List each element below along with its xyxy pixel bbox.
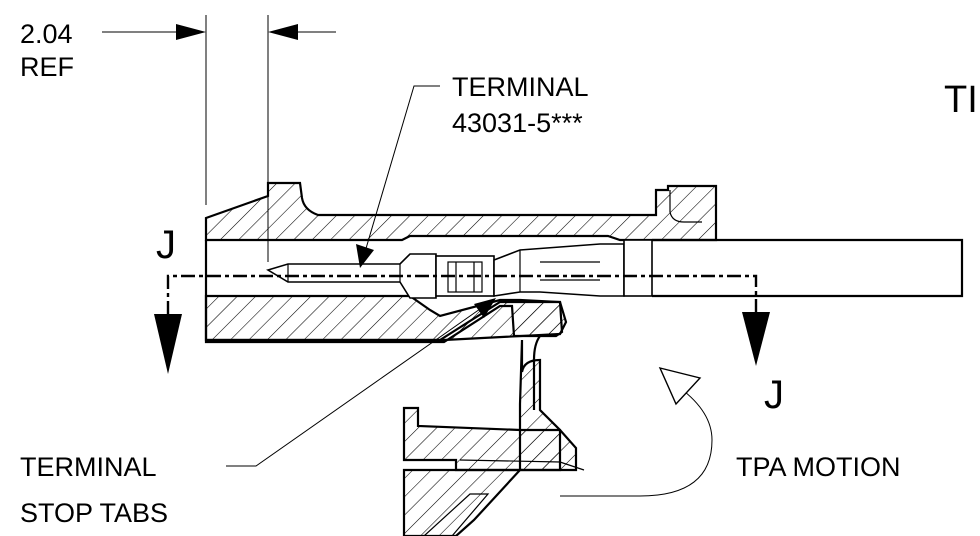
section-label-left: J xyxy=(156,223,176,267)
housing-upper-wall xyxy=(204,181,718,242)
cut-line-path xyxy=(166,274,758,315)
tpa-stem-edge xyxy=(532,335,541,410)
stop-tabs-label-line2: STOP TABS xyxy=(20,498,168,528)
dimension-2-04-ref: 2.04 REF xyxy=(20,15,336,262)
callout-stop-tabs: TERMINAL STOP TABS xyxy=(20,298,496,528)
wire xyxy=(652,238,964,298)
section-arrow-right xyxy=(742,312,770,366)
stop-tabs-leader-arrow xyxy=(474,298,496,318)
tpa-ramp xyxy=(459,459,585,471)
tpa-motion-arrowhead xyxy=(658,366,702,406)
dimension-arrow-left xyxy=(268,24,298,40)
section-arrow-left xyxy=(154,314,182,374)
dimension-value: 2.04 xyxy=(20,19,73,49)
terminal-leader-arrow xyxy=(356,244,374,268)
latch-hook xyxy=(669,190,702,223)
section-cut-line: J J xyxy=(154,223,784,417)
dimension-ref-label: REF xyxy=(20,52,74,82)
stop-tabs-label-line1: TERMINAL xyxy=(20,452,157,482)
tpa-motion-label: TPA MOTION xyxy=(736,452,901,482)
tpa-lower xyxy=(402,468,523,536)
tpa-motion-indicator: TPA MOTION xyxy=(560,366,901,497)
section-label-right: J xyxy=(764,373,784,417)
tpa-motion-arc xyxy=(560,387,713,497)
callout-terminal: TERMINAL 43031-5*** xyxy=(356,72,589,268)
title-fragment: TI xyxy=(944,79,978,121)
tpa-slot xyxy=(423,493,490,536)
terminal-label-line1: TERMINAL xyxy=(452,72,589,102)
dimension-arrow-right xyxy=(176,24,206,40)
terminal-label-line2: 43031-5*** xyxy=(452,108,583,138)
terminal-leader xyxy=(361,85,440,263)
housing-section xyxy=(204,181,964,536)
wire-seal xyxy=(623,239,653,297)
terminal-crimp-barrel xyxy=(493,243,625,297)
tpa-base xyxy=(402,406,578,472)
stop-tabs-leader xyxy=(226,301,491,467)
housing-lower-body xyxy=(204,294,568,342)
